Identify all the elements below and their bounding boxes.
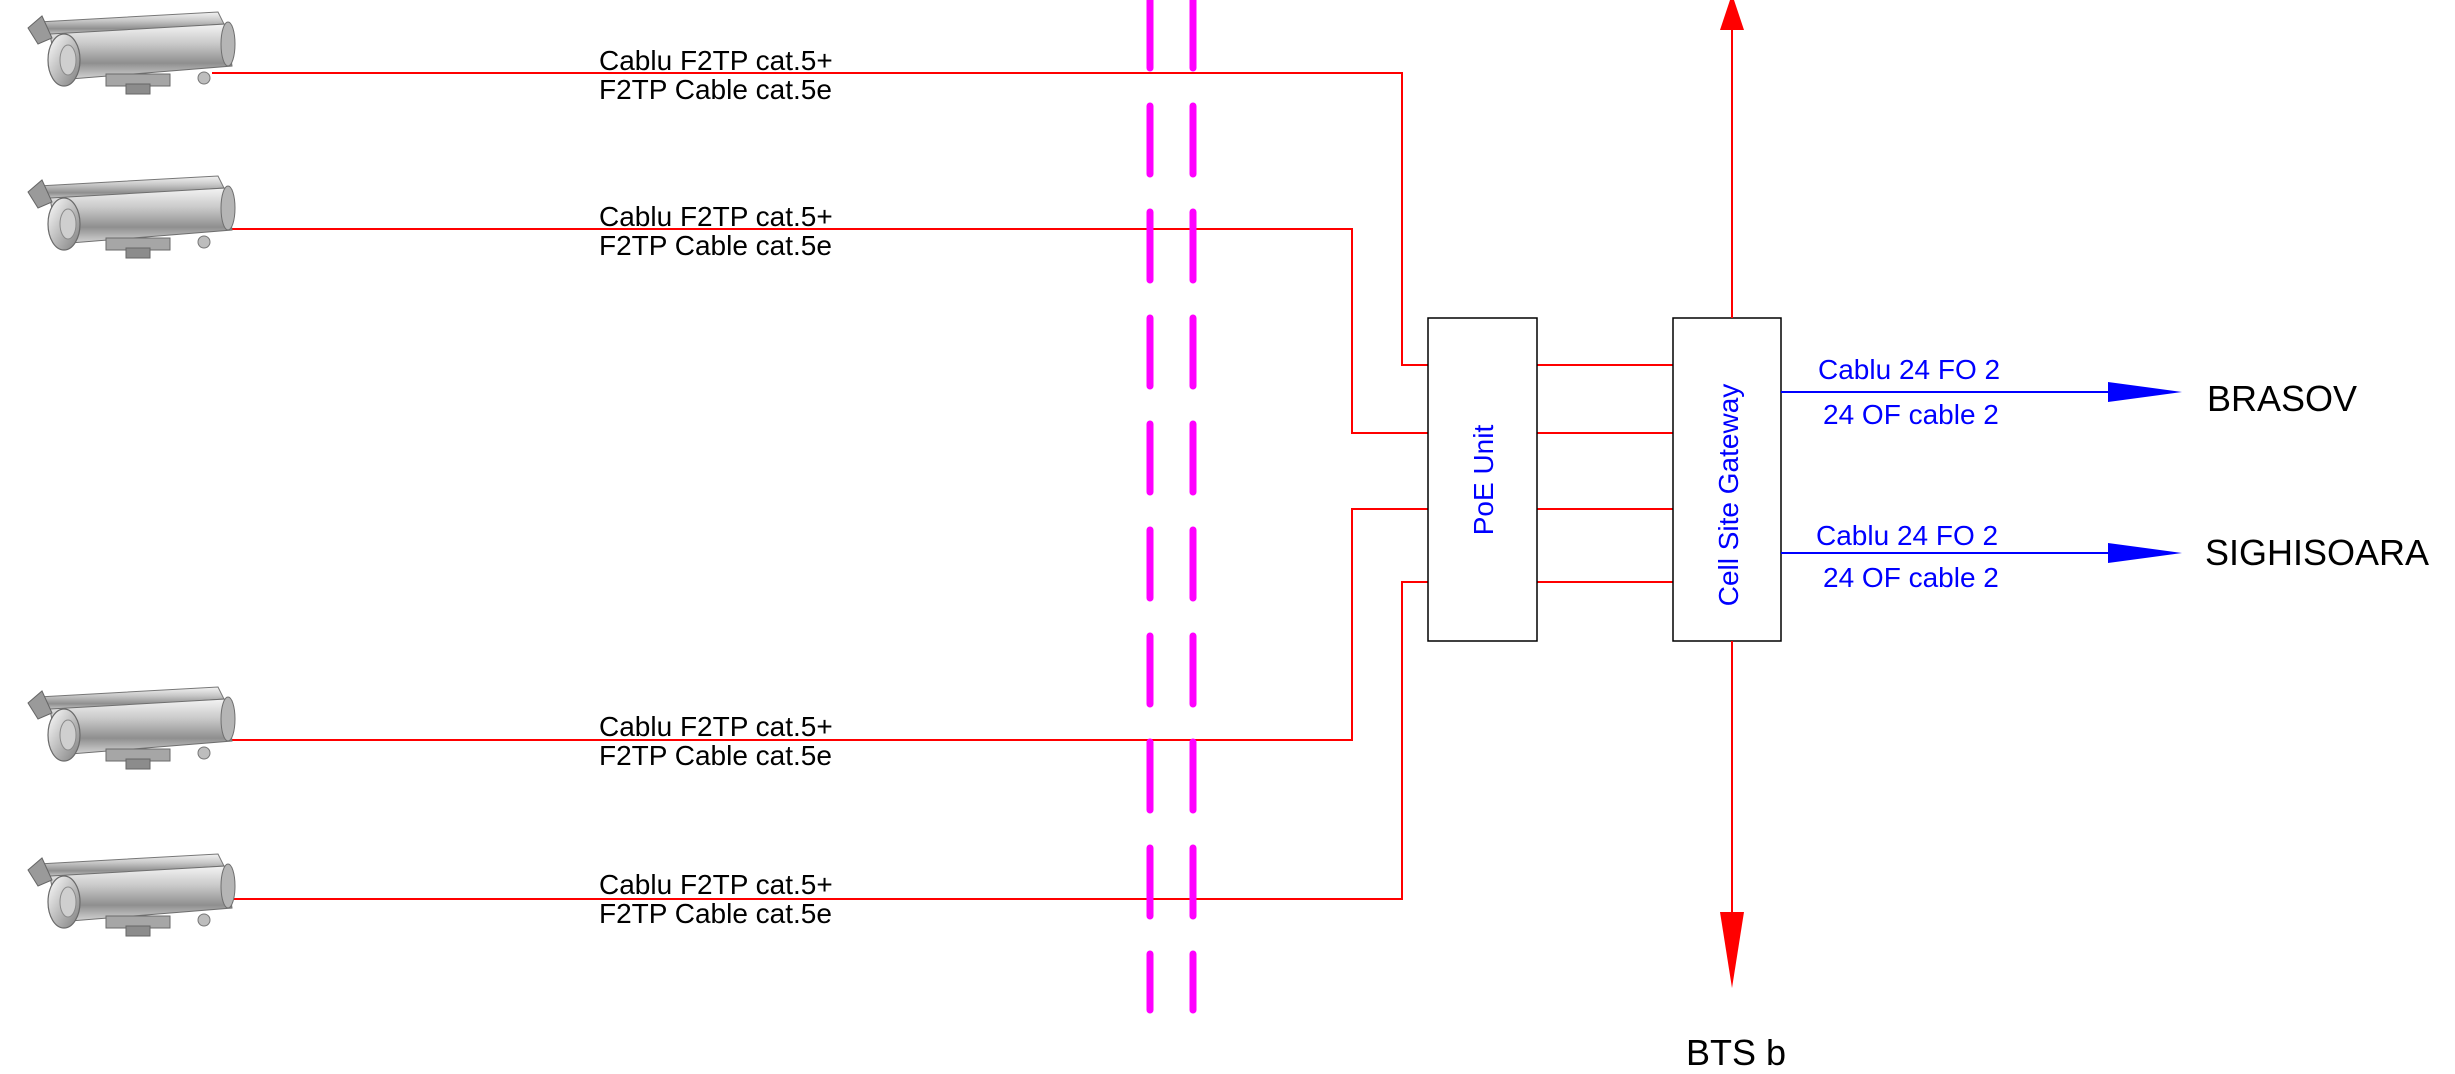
camera-3-cable-label-ro: Cablu F2TP cat.5+ (599, 711, 833, 742)
destination-sighisoara: SIGHISOARA (2205, 532, 2429, 573)
camera-4[interactable] (27, 853, 236, 937)
poe-unit[interactable]: PoE Unit (1427, 317, 1538, 642)
fiber-2-label-ro: Cablu 24 FO 2 (1816, 520, 1998, 551)
camera-1-cable (212, 72, 1428, 366)
poe-unit-label: PoE Unit (1468, 425, 1499, 536)
camera-4-cable (212, 581, 1428, 900)
gateway-box (1672, 317, 1782, 642)
poe-unit-box (1427, 317, 1538, 642)
uplink-arrow-icon (1720, 0, 1744, 30)
camera-1-cable-label-en: F2TP Cable cat.5e (599, 74, 832, 105)
fiber-link-2[interactable]: Cablu 24 FO 2 24 OF cable 2 SIGHISOARA (1781, 520, 2429, 593)
camera-2-cable-label-en: F2TP Cable cat.5e (599, 230, 832, 261)
camera-3-cable-label-en: F2TP Cable cat.5e (599, 740, 832, 771)
cell-site-gateway[interactable]: Cell Site Gateway (1672, 317, 1782, 642)
poe-gateway-links (1537, 364, 1673, 583)
camera-4-cable-label-en: F2TP Cable cat.5e (599, 898, 832, 929)
camera-3-cable (212, 508, 1428, 741)
bts-label: BTS b (1686, 1032, 1786, 1073)
fiber-2-label-en: 24 OF cable 2 (1823, 562, 1999, 593)
gateway-label: Cell Site Gateway (1713, 384, 1744, 607)
fiber-arrow-icon (2108, 543, 2182, 563)
camera-2[interactable] (27, 175, 236, 259)
bts-links (1720, 0, 1744, 988)
camera-2-cable-label-ro: Cablu F2TP cat.5+ (599, 201, 833, 232)
fiber-link-1[interactable]: Cablu 24 FO 2 24 OF cable 2 BRASOV (1781, 354, 2357, 430)
camera-cables (212, 72, 1428, 900)
destination-brasov: BRASOV (2207, 378, 2357, 419)
fiber-1-label-en: 24 OF cable 2 (1823, 399, 1999, 430)
camera-1[interactable] (27, 11, 236, 95)
camera-2-cable (212, 228, 1428, 434)
fiber-1-label-ro: Cablu 24 FO 2 (1818, 354, 2000, 385)
site-boundary (1146, 0, 1197, 1014)
downlink-arrow-icon (1720, 912, 1744, 988)
camera-4-cable-label-ro: Cablu F2TP cat.5+ (599, 869, 833, 900)
camera-3[interactable] (27, 686, 236, 770)
camera-1-cable-label-ro: Cablu F2TP cat.5+ (599, 45, 833, 76)
fiber-arrow-icon (2108, 382, 2182, 402)
